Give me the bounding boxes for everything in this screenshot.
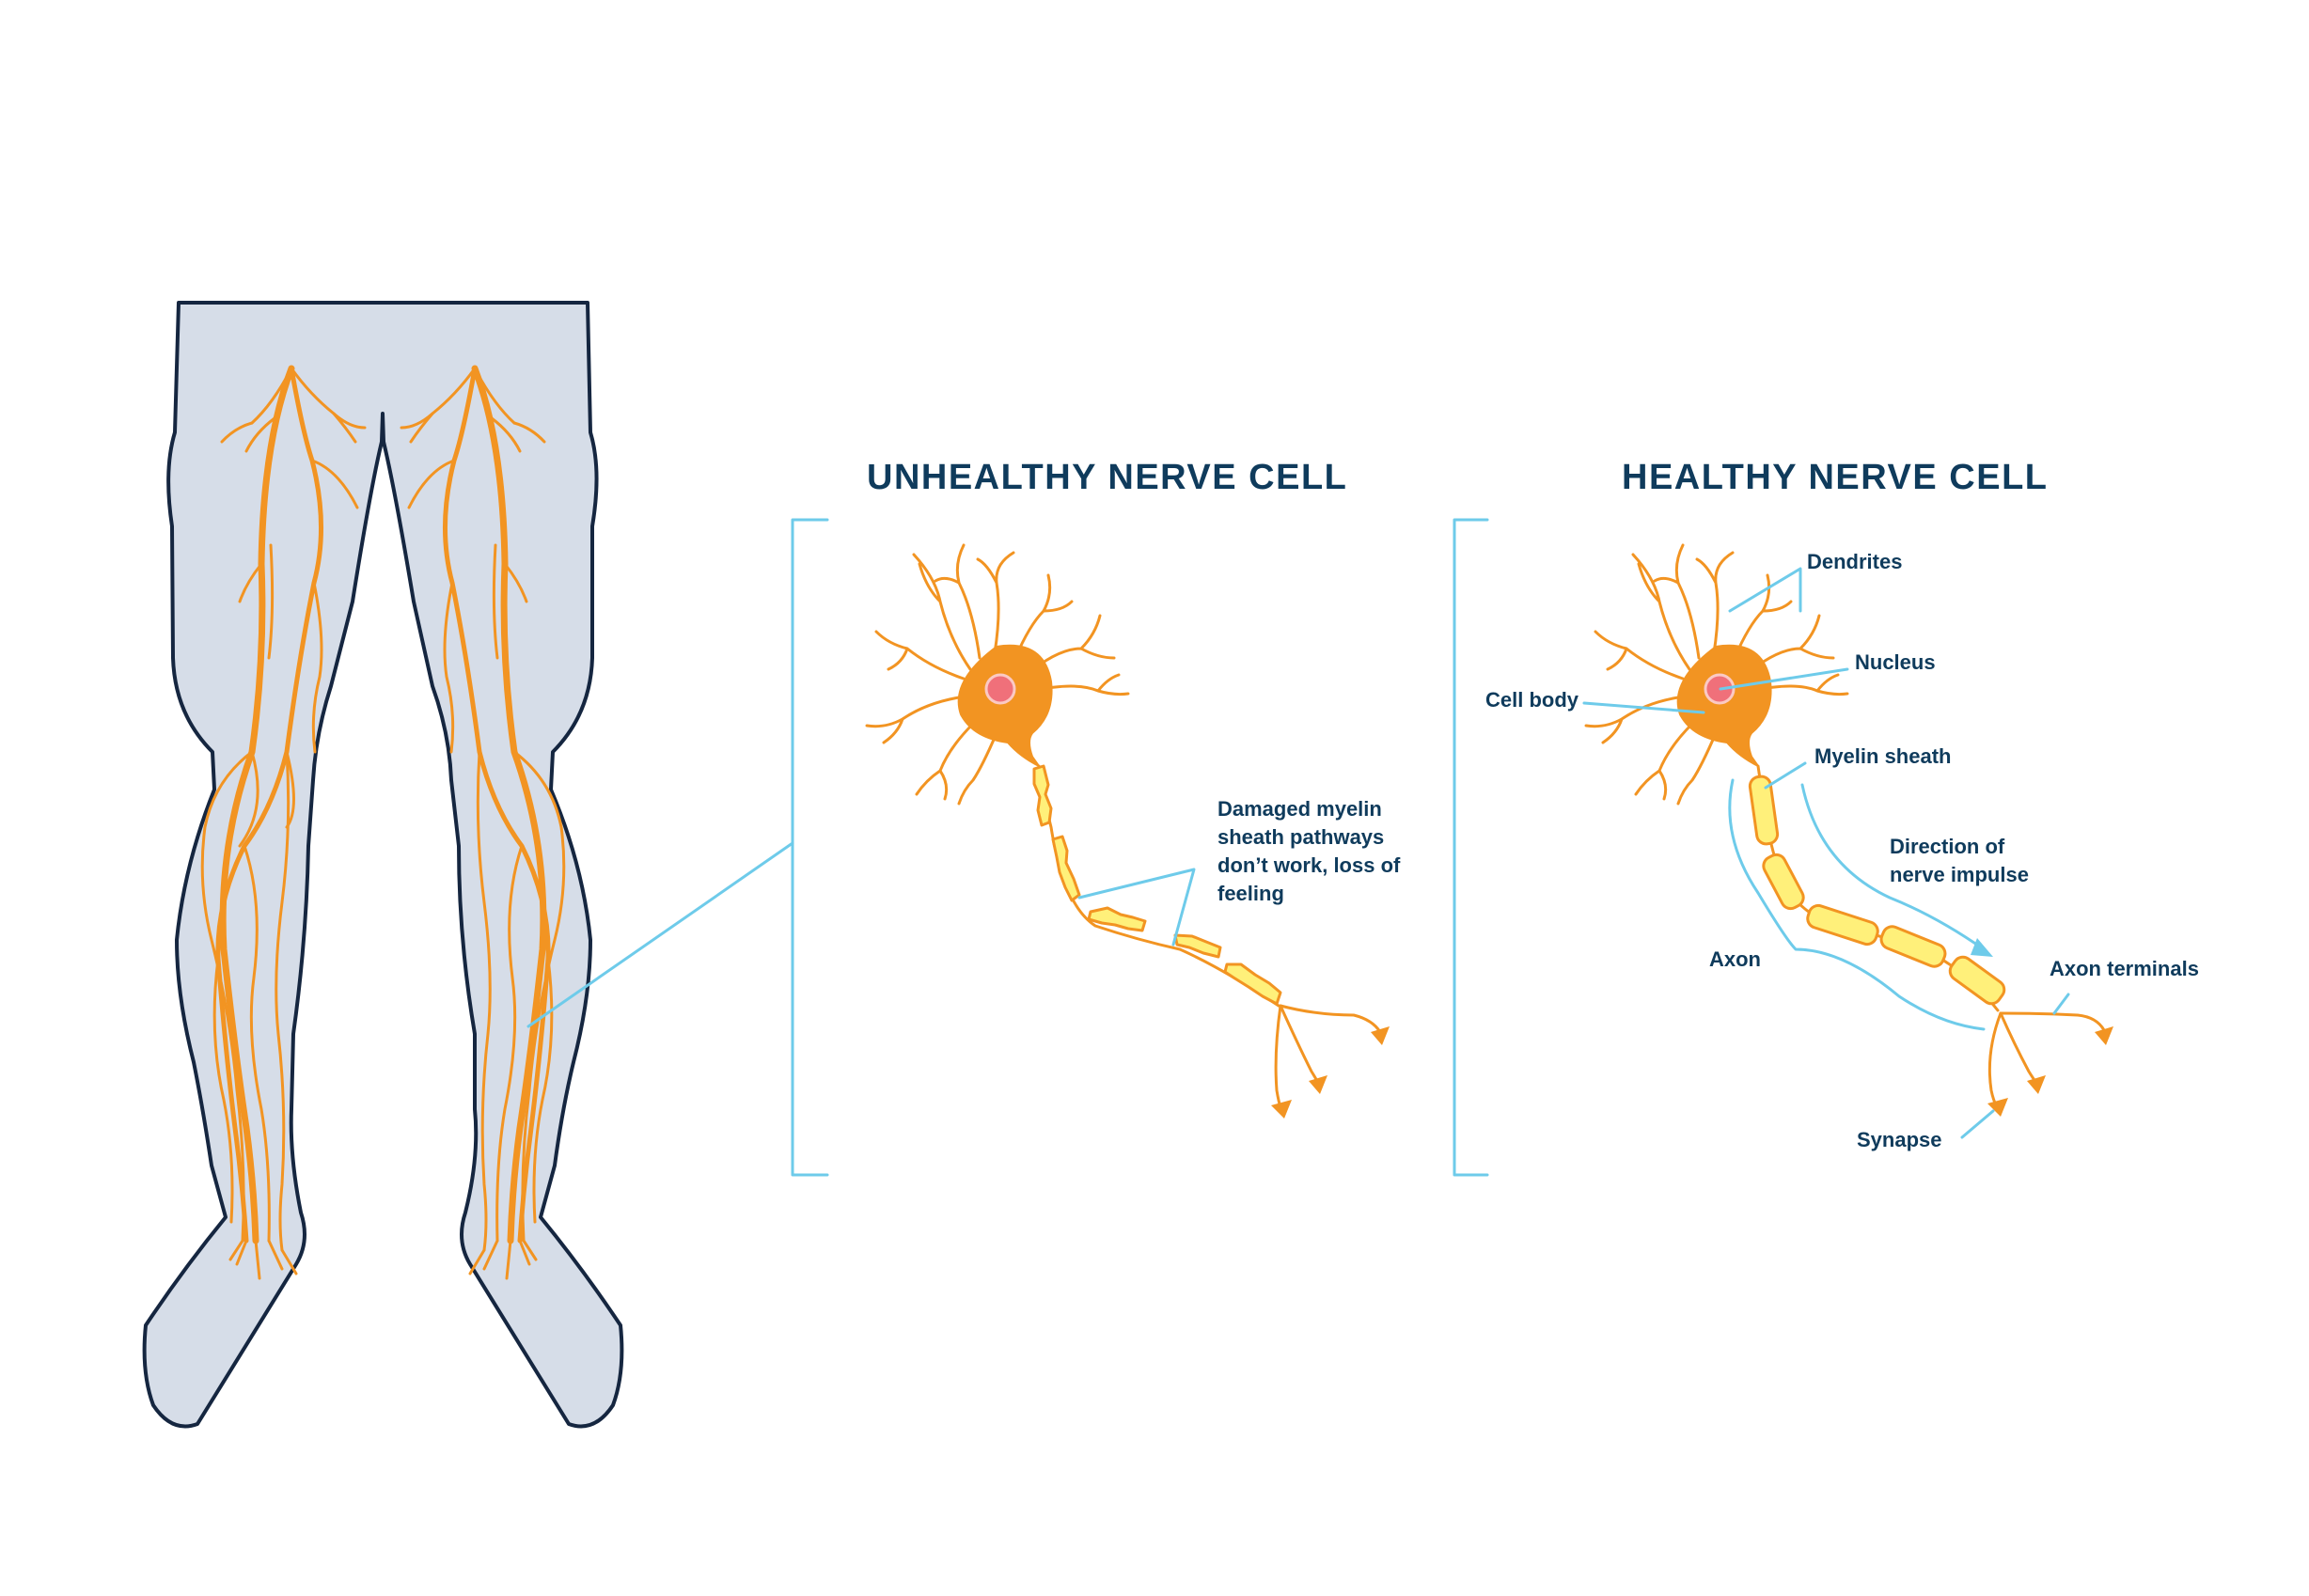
healthy-title: HEALTHY NERVE CELL [1622, 458, 2049, 497]
unhealthy-nucleus [984, 673, 1016, 705]
leg-to-cell-leader [526, 841, 794, 1028]
synapse-leader [1960, 1109, 1995, 1139]
damaged-myelin-segments [1032, 764, 1282, 1006]
unhealthy-neuron: Damaged myelin sheath pathways don’t wor… [865, 543, 1406, 1119]
axon-terminals-leader [2052, 993, 2070, 1015]
healthy-terminal-bulb [2095, 1026, 2113, 1045]
unhealthy-cell-body [957, 644, 1053, 767]
myelin-segment [1879, 925, 1947, 968]
unhealthy-terminal-bulb [1309, 1075, 1327, 1094]
damaged-label: Damaged myelin sheath pathways don’t wor… [1217, 797, 1406, 905]
unhealthy-terminal-bulb [1271, 1100, 1292, 1119]
healthy-neuron: Dendrites Nucleus Cell body Myelin sheat… [1485, 543, 2199, 1151]
right-leg-nerves [400, 365, 566, 1280]
direction-label: Direction of nerve impulse [1890, 835, 2029, 886]
myelin-segment [1948, 955, 2006, 1006]
healthy-myelin-segments [1748, 775, 2006, 1006]
myelin-segment [1748, 775, 1780, 846]
cell-body-label: Cell body [1485, 688, 1579, 712]
unhealthy-axon-terminals [1271, 1004, 1390, 1119]
unhealthy-terminal-bulb [1371, 1026, 1390, 1045]
nucleus-label: Nucleus [1855, 650, 1936, 674]
healthy-dendrites [1584, 543, 1849, 806]
direction-arrow [1800, 783, 1986, 951]
left-leg-nerves [200, 365, 367, 1280]
myelin-sheath-leader [1764, 761, 1807, 790]
legs-illustration [142, 301, 624, 1429]
axon-bracket-leader [1728, 778, 1986, 1031]
legs-outline [142, 301, 624, 1429]
damaged-leader [1077, 868, 1196, 947]
myelin-sheath-label: Myelin sheath [1814, 744, 1951, 768]
healthy-axon-terminals [1987, 1011, 2113, 1117]
myelin-segment [1762, 853, 1805, 911]
healthy-terminal-bulb [2027, 1075, 2046, 1094]
healthy-bracket [1453, 518, 1489, 1177]
cell-body-leader [1582, 701, 1705, 714]
healthy-terminal-bulb [1987, 1098, 2008, 1117]
axon-terminals-label: Axon terminals [2050, 957, 2199, 980]
synapse-label: Synapse [1857, 1128, 1942, 1151]
axon-label: Axon [1709, 947, 1761, 971]
unhealthy-bracket [791, 518, 829, 1177]
unhealthy-dendrites [865, 543, 1130, 806]
dendrites-label: Dendrites [1807, 550, 1902, 573]
myelin-segment [1806, 903, 1879, 947]
unhealthy-title: UNHEALTHY NERVE CELL [867, 458, 1347, 497]
dendrites-leader [1728, 567, 1802, 613]
healthy-cell-body [1676, 644, 1772, 767]
nucleus-leader [1719, 667, 1849, 691]
direction-arrowhead [1971, 938, 1993, 957]
